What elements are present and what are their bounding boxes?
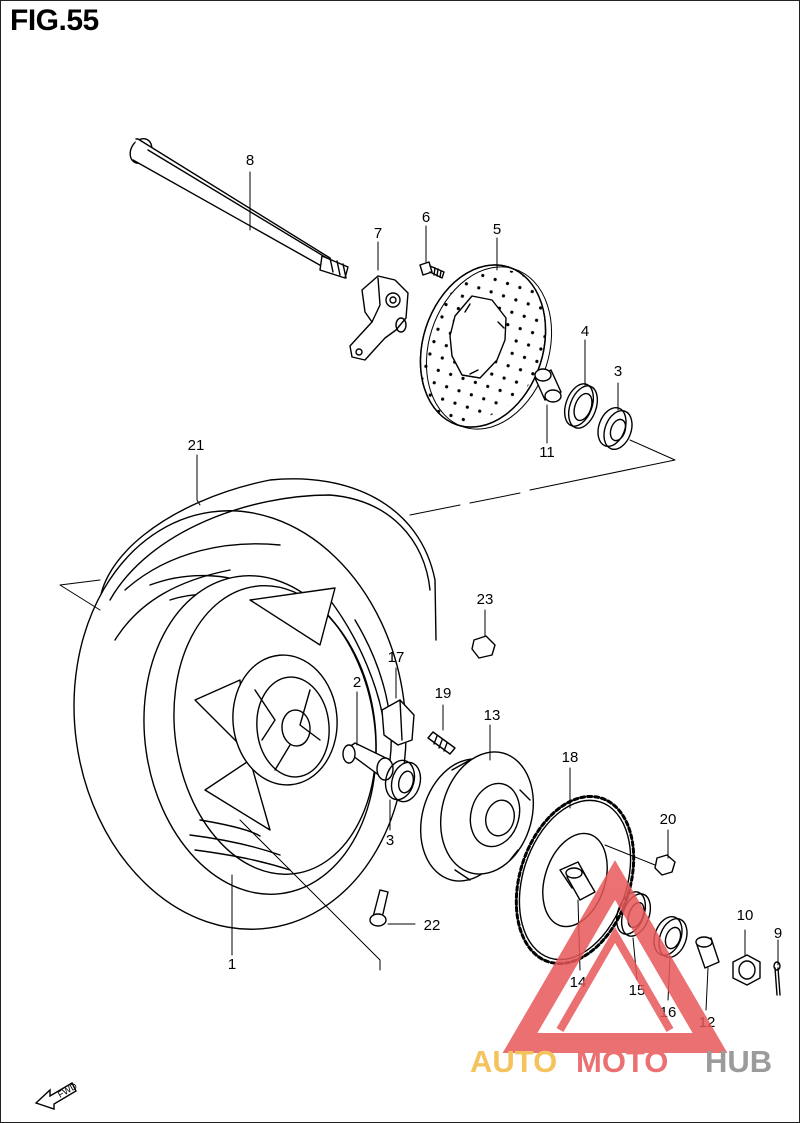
part-labels: 8 7 6 5 4 3 11 21 23 17 2 19 13 3 18 20 …: [188, 152, 783, 1031]
axle-shaft: [129, 137, 349, 279]
watermark-text-moto: MOTO: [576, 1044, 668, 1079]
fwd-label: FWD: [56, 1081, 79, 1100]
sprocket-stud: [427, 731, 456, 755]
retaining-nut: [471, 635, 496, 659]
oil-seal: [563, 383, 599, 429]
label-part-8: 8: [246, 152, 254, 169]
watermark-logo-triangle: [502, 860, 728, 1053]
label-part-9: 9: [774, 925, 782, 942]
cotter-pin: [773, 961, 781, 996]
label-part-23: 23: [477, 591, 494, 608]
sleeve: [565, 867, 596, 901]
label-part-18: 18: [562, 749, 579, 766]
tire-and-wheel: [73, 478, 437, 930]
automotohub-watermark: AUTO MOTO HUB: [470, 860, 772, 1079]
brake-disc: [419, 264, 553, 430]
tire-valve: [369, 889, 389, 927]
label-part-22: 22: [424, 917, 441, 934]
label-part-10: 10: [737, 907, 754, 924]
label-part-5: 5: [493, 221, 501, 238]
watermark-text-hub: HUB: [705, 1044, 772, 1079]
label-part-11: 11: [539, 444, 555, 461]
label-part-2: 2: [353, 674, 361, 691]
label-part-4: 4: [581, 323, 589, 340]
caliper-bracket: [349, 275, 409, 361]
label-part-3-upper: 3: [614, 363, 622, 380]
disc-bolt: [419, 261, 445, 279]
cush-damper: [381, 699, 415, 746]
label-part-17: 17: [388, 649, 405, 666]
sprocket-drum: [419, 751, 535, 882]
label-part-13: 13: [484, 707, 501, 724]
figure-title: FIG.55: [10, 4, 99, 37]
wheel-bearing-lower: [384, 759, 422, 803]
label-part-3-lower: 3: [386, 832, 394, 849]
forward-direction-badge: FWD: [34, 1081, 79, 1110]
spacer: [534, 368, 562, 403]
label-part-21: 21: [188, 437, 205, 454]
label-part-19: 19: [435, 685, 452, 702]
wheel-bearing-upper: [597, 406, 633, 451]
watermark-logo-inner: [556, 927, 674, 1033]
label-part-6: 6: [422, 209, 430, 226]
axle-collar: [695, 936, 720, 969]
axle-nut: [732, 954, 761, 986]
wheel-spacer: [342, 742, 394, 781]
label-part-20: 20: [660, 811, 677, 828]
watermark-text-auto: AUTO: [470, 1044, 557, 1079]
sprocket-nut: [654, 854, 676, 876]
label-part-1: 1: [228, 956, 236, 973]
label-part-7: 7: [374, 225, 382, 242]
